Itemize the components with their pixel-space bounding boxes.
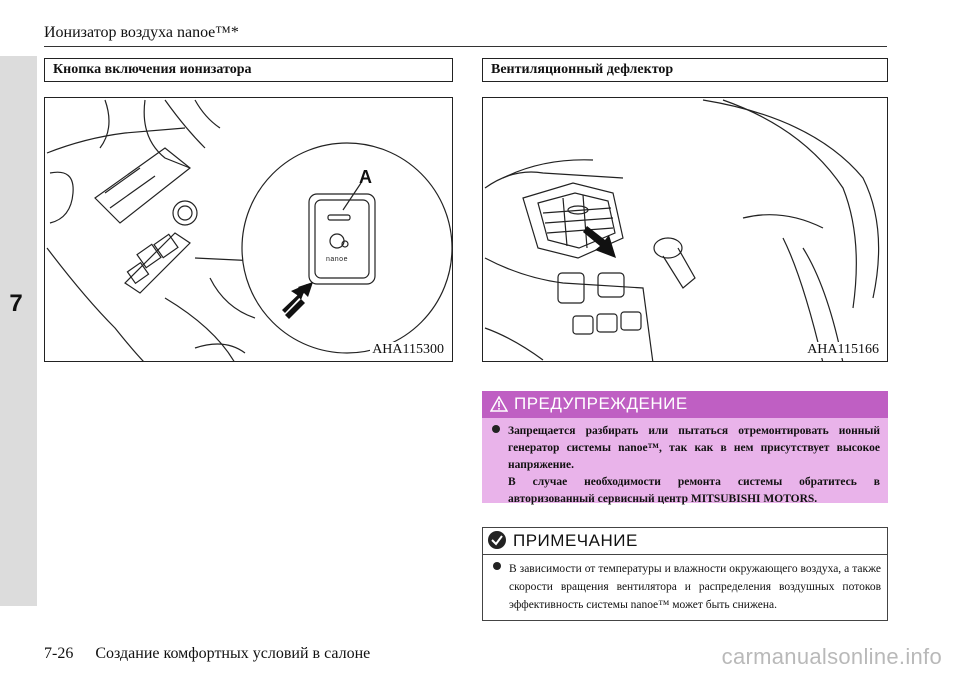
warning-title: ПРЕДУПРЕЖДЕНИЕ xyxy=(489,394,688,417)
header-divider xyxy=(44,46,887,47)
note-check-icon xyxy=(487,530,507,555)
bullet-icon xyxy=(493,562,501,570)
warning-body: Запрещается разбирать или пытаться отрем… xyxy=(492,423,880,508)
note-box: ПРИМЕЧАНИЕ В зависимости от температуры … xyxy=(482,527,888,621)
chapter-number: 7 xyxy=(9,290,23,317)
warning-text-2: В случае необходимости ремонта системы о… xyxy=(508,476,880,505)
note-text: В зависимости от температуры и влажности… xyxy=(509,563,881,611)
page-number: 7-26 xyxy=(44,645,74,662)
vent-illustration xyxy=(484,99,880,361)
warning-box: ПРЕДУПРЕЖДЕНИЕ Запрещается разбирать или… xyxy=(482,391,888,505)
page-header-title: Ионизатор воздуха nanoe™* xyxy=(44,24,239,41)
figure-code-left: AHA115300 xyxy=(370,342,446,358)
note-title-text: ПРИМЕЧАНИЕ xyxy=(513,531,638,550)
warning-triangle-icon xyxy=(489,395,509,417)
watermark-text: carmanualsonline.info xyxy=(721,644,942,669)
bullet-icon xyxy=(492,425,500,433)
note-body: В зависимости от температуры и влажности… xyxy=(493,560,881,614)
warning-title-text: ПРЕДУПРЕЖДЕНИЕ xyxy=(514,394,688,413)
footer-section-title: Создание комфортных условий в салоне xyxy=(95,645,371,662)
chapter-side-tab: 7 xyxy=(0,56,37,606)
figure-code-right: AHA115166 xyxy=(805,342,881,358)
note-divider xyxy=(483,554,887,555)
ionizer-button-heading: Кнопка включения ионизатора xyxy=(44,58,453,82)
warning-text-1: Запрещается разбирать или пытаться отрем… xyxy=(508,425,880,471)
note-title: ПРИМЕЧАНИЕ xyxy=(487,530,638,552)
dashboard-switch-illustration: A nanoe xyxy=(46,99,452,361)
callout-letter-a: A xyxy=(359,167,372,187)
page-footer: 7-26 Создание комфортных условий в салоне xyxy=(44,645,370,663)
warning-title-bar xyxy=(482,391,888,418)
nanoe-label: nanoe xyxy=(326,256,348,263)
airflow-arrow-icon xyxy=(583,226,616,258)
ionizer-button-figure: A nanoe AHA115300 xyxy=(44,97,453,362)
vent-figure: AHA115166 xyxy=(482,97,888,362)
vent-heading: Вентиляционный дефлектор xyxy=(482,58,888,82)
